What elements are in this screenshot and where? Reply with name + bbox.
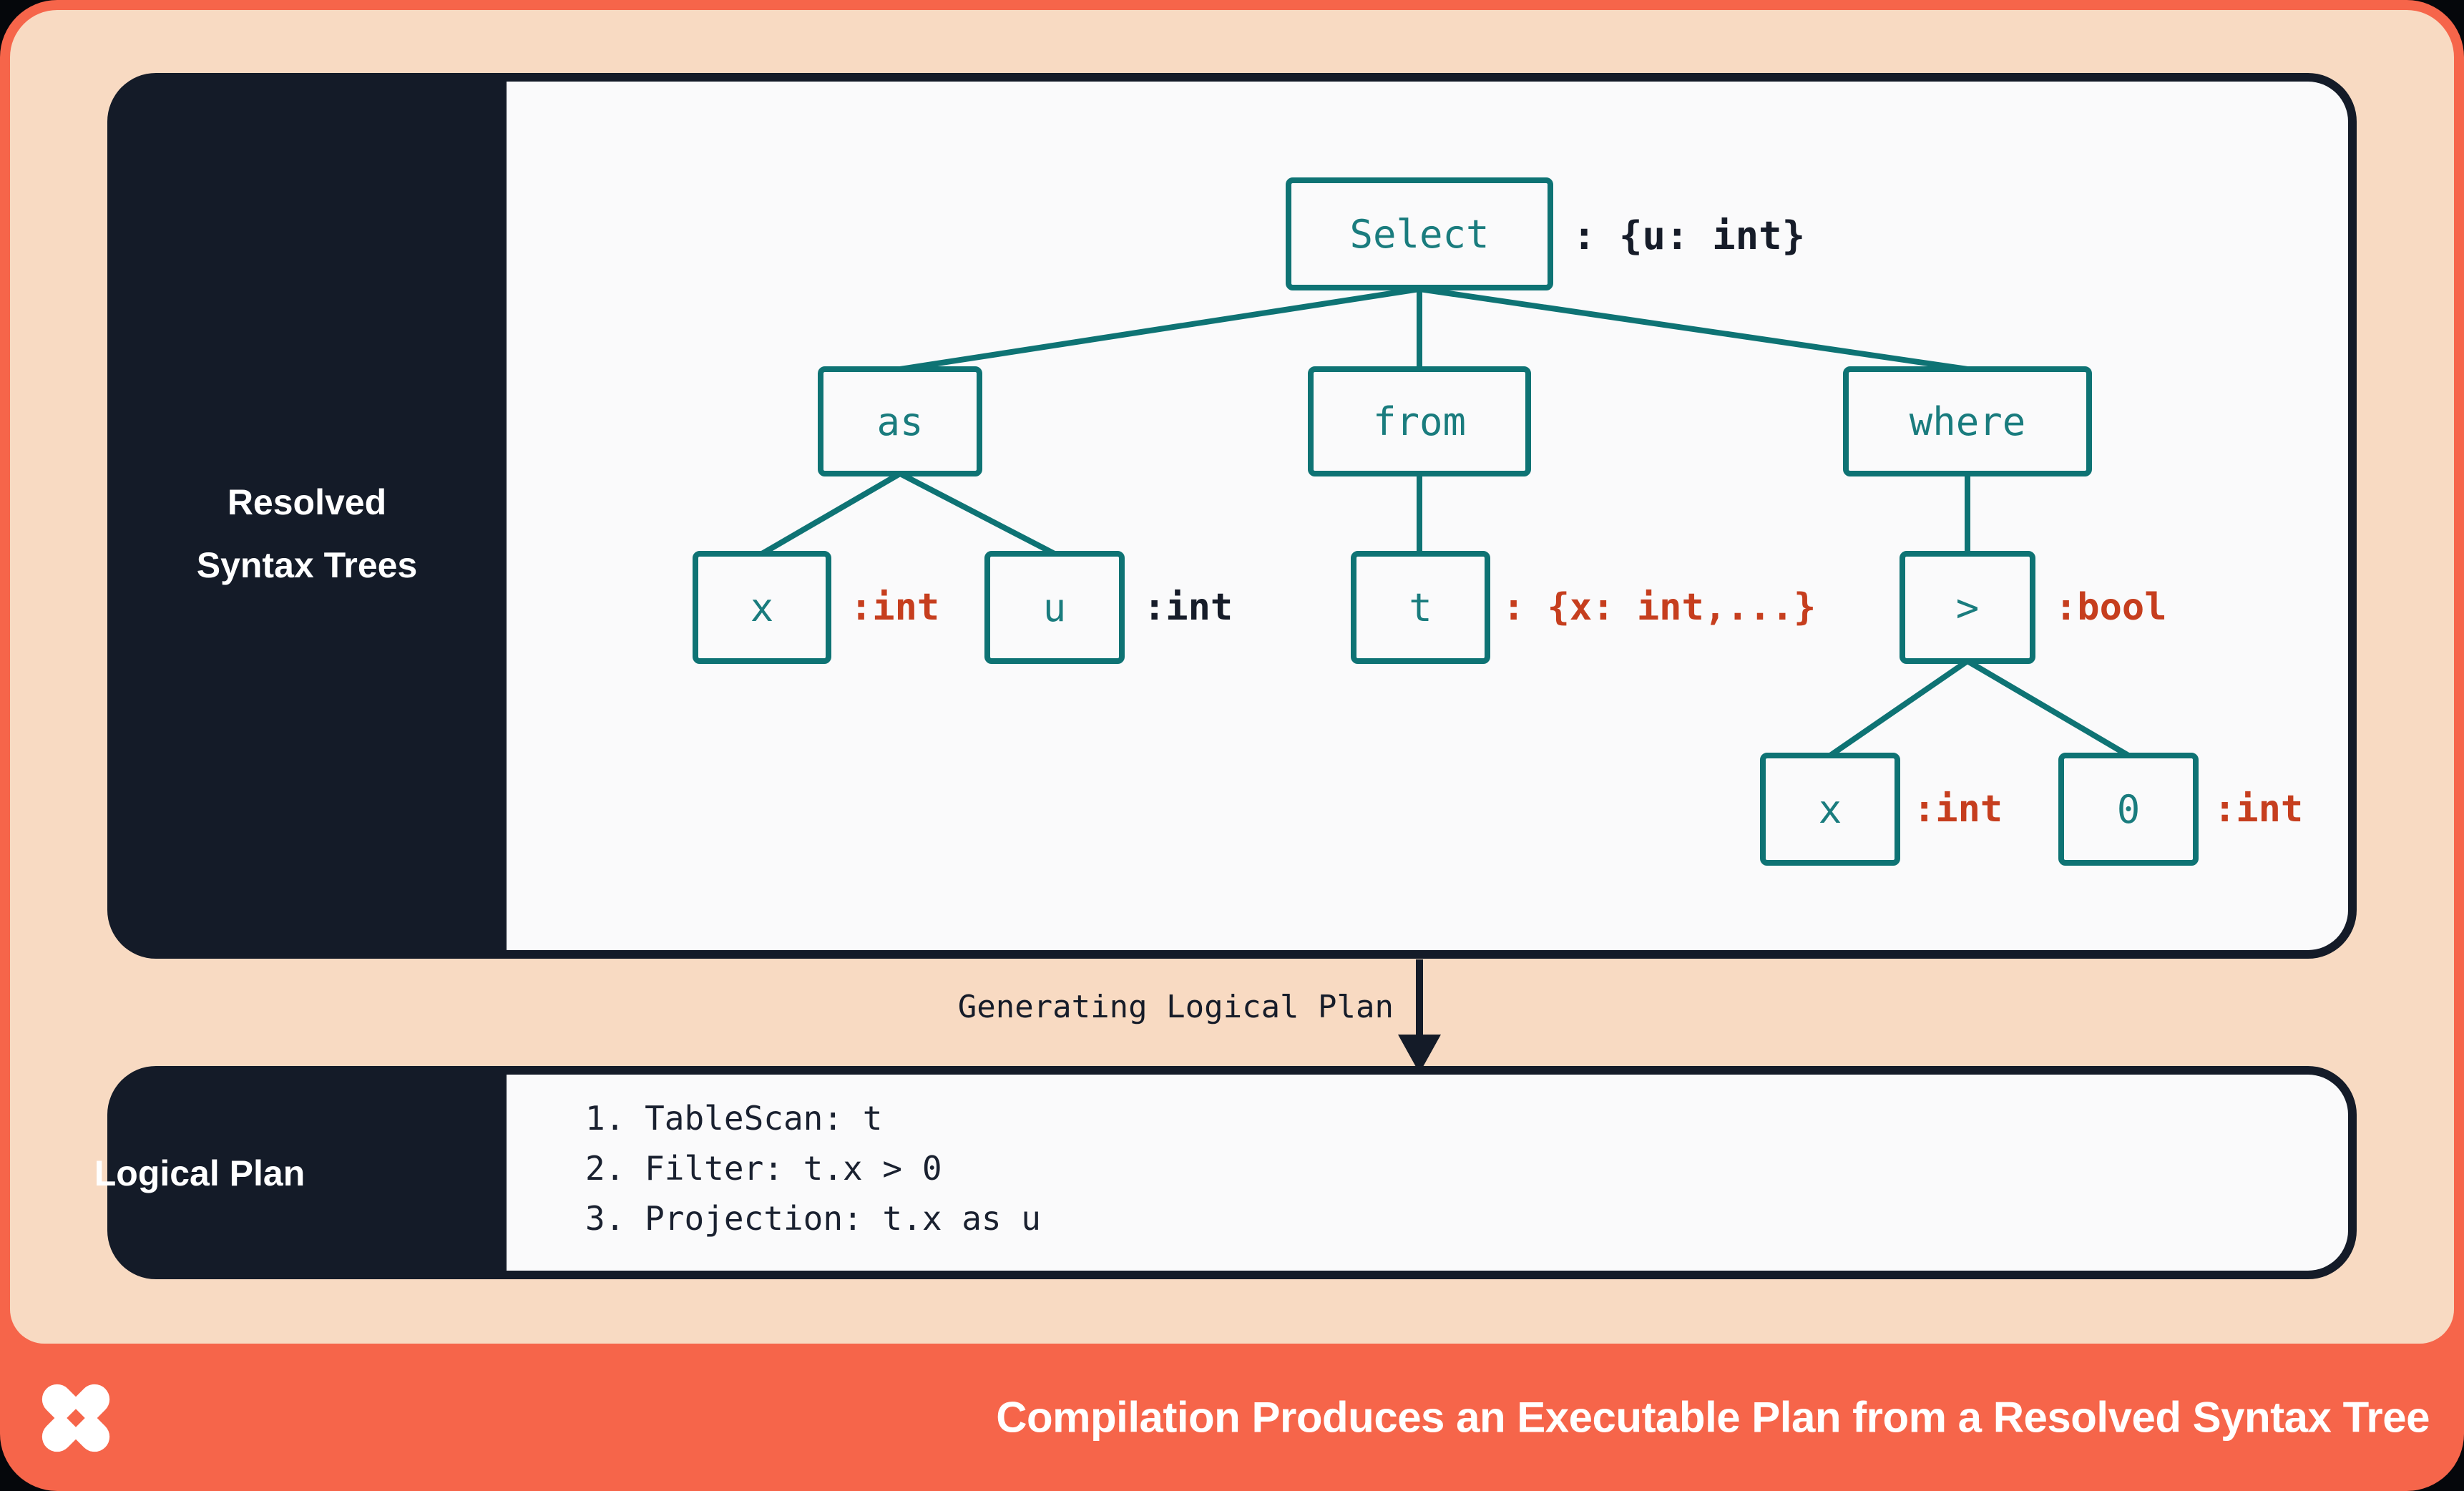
tree-node-from: from <box>1308 366 1531 476</box>
tree-node-select-label: Select <box>1349 211 1490 257</box>
tree-node-as: as <box>818 366 982 476</box>
tree-node-as-label: as <box>876 399 924 444</box>
transition-label: Generating Logical Plan <box>957 989 1394 1025</box>
plan-panel-title: Logical Plan <box>94 1153 305 1193</box>
plan-step-2: Filter: t.x > 0 <box>645 1149 942 1188</box>
type-annotation-x1: :int <box>850 586 940 629</box>
tree-node-t: t <box>1351 551 1490 664</box>
tree-node-x1-label: x <box>750 585 774 630</box>
tree-node-from-label: from <box>1372 399 1467 444</box>
resolved-syntax-trees-panel: Resolved Syntax Trees <box>107 73 2357 959</box>
tree-node-select: Select <box>1286 177 1553 290</box>
tree-node-gt: > <box>1900 551 2035 664</box>
tree-node-where-label: where <box>1909 399 2026 444</box>
tree-node-gt-label: > <box>1955 585 1980 630</box>
tree-node-x1: x <box>693 551 831 664</box>
logical-plan-steps: TableScan: t Filter: t.x > 0 Projection:… <box>585 1093 1041 1243</box>
rst-panel-title: Resolved Syntax Trees <box>107 471 507 597</box>
tree-node-where: where <box>1843 366 2092 476</box>
tree-node-zero: 0 <box>2058 753 2199 866</box>
tree-node-u-label: u <box>1042 585 1067 630</box>
plan-step-3: Projection: t.x as u <box>645 1199 1041 1238</box>
plan-step-1: TableScan: t <box>645 1099 883 1138</box>
tree-node-u: u <box>984 551 1125 664</box>
tree-node-zero-label: 0 <box>2116 786 2141 832</box>
footer-title: Compilation Produces an Executable Plan … <box>996 1393 2430 1442</box>
tree-node-x2: x <box>1760 753 1900 866</box>
type-annotation-select: : {u: int} <box>1573 213 1806 258</box>
rst-panel-title-text: Resolved Syntax Trees <box>196 482 418 585</box>
type-annotation-x2: :int <box>1913 788 2003 831</box>
type-annotation-gt: :bool <box>2055 586 2167 629</box>
type-annotation-zero: :int <box>2214 788 2304 831</box>
footer-bar: Compilation Produces an Executable Plan … <box>0 1344 2464 1491</box>
type-annotation-u: :int <box>1143 586 1233 629</box>
tree-node-x2-label: x <box>1818 786 1842 832</box>
pinwheel-logo-icon <box>36 1378 116 1458</box>
logical-plan-panel <box>107 1066 2357 1279</box>
tree-node-t-label: t <box>1409 585 1432 630</box>
type-annotation-t: : {x: int,...} <box>1502 586 1817 629</box>
